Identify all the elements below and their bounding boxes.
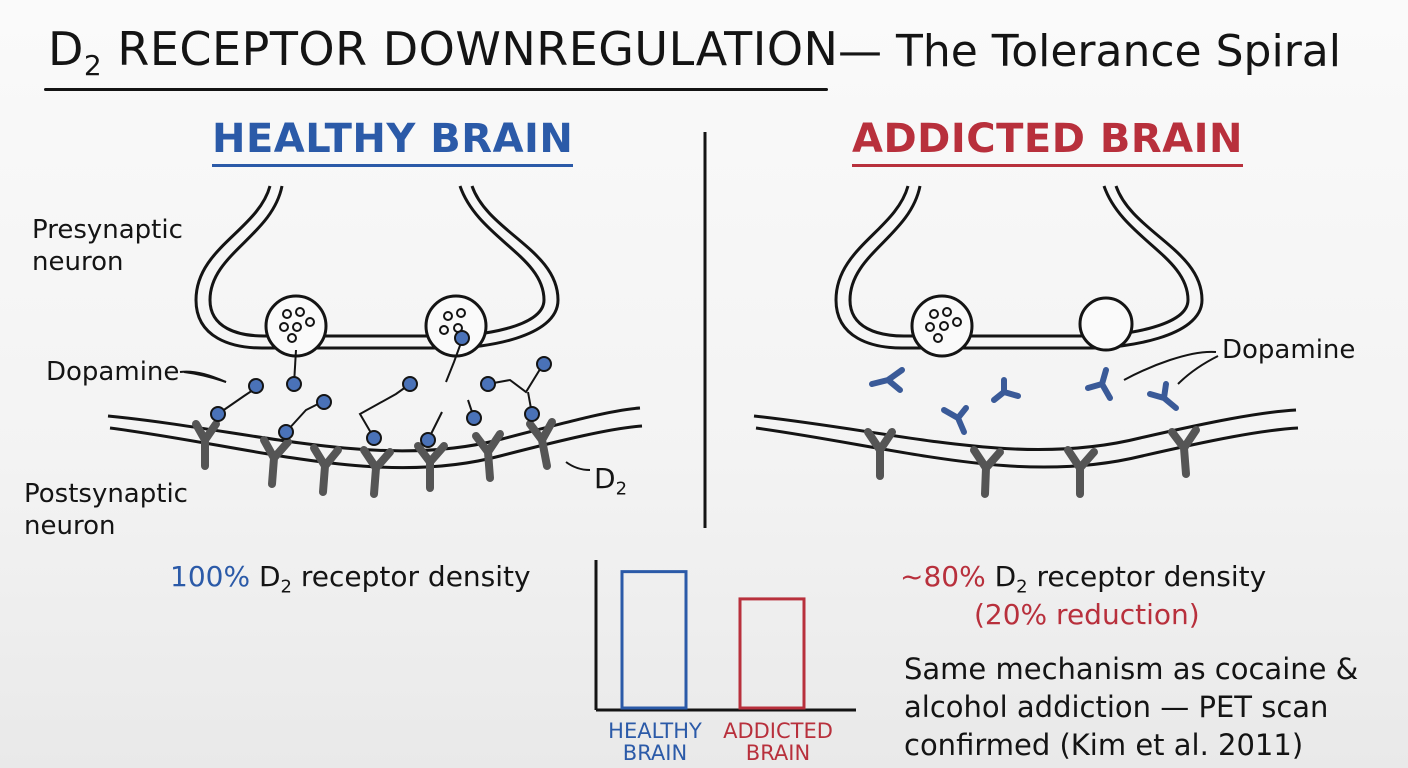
- healthy-dopamine-molecules: [210, 330, 552, 448]
- d2-receptor: [360, 446, 394, 498]
- healthy-brain-title: HEALTHY BRAIN: [212, 116, 574, 167]
- dopamine-molecule: [466, 410, 482, 426]
- d2-receptor: [970, 446, 1004, 498]
- addicted-postsynaptic-membrane: [753, 408, 1299, 469]
- bar-label-healthy-line1: HEALTHY: [608, 719, 702, 743]
- dopamine-molecule: [366, 430, 382, 446]
- bar-addicted: [738, 597, 806, 710]
- dopamine-label-healthy: Dopamine: [46, 357, 180, 387]
- presynaptic-neuron-label: Presynaptic neuron: [32, 215, 183, 277]
- bar-label-addicted-line2: BRAIN: [745, 741, 811, 765]
- addicted-density-rest: receptor density: [1027, 560, 1267, 593]
- d2-receptor: [472, 430, 504, 482]
- dopamine-label-addicted: Dopamine: [1222, 335, 1356, 365]
- d2-receptor: [864, 428, 896, 480]
- dopamine-pointer-line-left: [179, 370, 227, 383]
- bar-label-addicted-line1: ADDICTED: [723, 719, 833, 743]
- page-subtitle: — The Tolerance Spiral: [838, 26, 1341, 77]
- addicted-vesicle-contents: [925, 307, 962, 343]
- dopamine-pointer-lines: [1123, 350, 1219, 385]
- postsynaptic-neuron-label: Postsynaptic neuron: [24, 479, 188, 541]
- d2-receptor: [192, 420, 220, 470]
- title-subscript: 2: [83, 49, 103, 83]
- healthy-density-prefix: D: [250, 560, 281, 593]
- dopamine-molecule: [286, 376, 302, 392]
- page-title: D2 RECEPTOR DOWNREGULATION: [48, 22, 838, 82]
- addicted-d2-receptors: [864, 426, 1200, 498]
- dopamine-molecule: [480, 376, 496, 392]
- dopamine-molecule: [1147, 381, 1179, 411]
- healthy-presynaptic-terminal: [194, 185, 560, 350]
- addicted-presynaptic-terminal: [834, 185, 1204, 350]
- addicted-density-percent: ~80%: [900, 560, 986, 593]
- dopamine-molecule: [248, 378, 264, 394]
- d2-receptor: [1168, 426, 1200, 478]
- addicted-free-dopamine: [869, 367, 1179, 435]
- title-prefix: D: [48, 22, 84, 76]
- healthy-vesicle-contents: [279, 307, 466, 343]
- dopamine-molecule: [316, 394, 332, 410]
- title-rest: RECEPTOR DOWNREGULATION: [102, 22, 839, 76]
- addicted-density-subscript: 2: [1016, 576, 1028, 598]
- dopamine-molecule: [991, 377, 1021, 403]
- d2-receptor: [310, 444, 342, 496]
- addicted-density-text: ~80% D2 receptor density: [900, 560, 1266, 598]
- healthy-density-percent: 100%: [170, 560, 251, 593]
- d2-receptor-label: D2: [594, 462, 627, 500]
- dopamine-molecule: [454, 330, 470, 346]
- dopamine-molecule: [536, 356, 552, 372]
- healthy-density-text: 100% D2 receptor density: [170, 560, 531, 598]
- d2-receptor: [414, 442, 448, 492]
- d2-label-prefix: D: [594, 462, 616, 495]
- dopamine-molecule: [210, 406, 226, 422]
- dopamine-molecule: [402, 376, 418, 392]
- dopamine-molecule: [869, 367, 905, 393]
- addicted-brain-title: ADDICTED BRAIN: [852, 116, 1243, 167]
- bar-label-healthy-line2: BRAIN: [622, 741, 688, 765]
- healthy-density-subscript: 2: [280, 576, 292, 598]
- d2-pointer-line: [565, 461, 591, 471]
- dopamine-molecule: [524, 406, 540, 422]
- d2-receptor: [526, 418, 556, 470]
- healthy-density-rest: receptor density: [291, 560, 531, 593]
- d2-receptor: [260, 436, 292, 488]
- addicted-density-prefix: D: [985, 560, 1017, 593]
- healthy-vesicles: [264, 294, 488, 358]
- bar-healthy: [620, 570, 688, 710]
- healthy-d2-receptors: [192, 418, 556, 498]
- receptor-density-bar-chart: [594, 560, 856, 712]
- addicted-vesicles: [910, 294, 1134, 358]
- dopamine-molecule: [420, 432, 436, 448]
- dopamine-molecule: [941, 405, 969, 435]
- d2-receptor: [1064, 446, 1098, 498]
- addicted-reduction-text: (20% reduction): [974, 598, 1200, 631]
- title-underline: [44, 88, 828, 91]
- dopamine-molecule: [278, 424, 294, 440]
- dopamine-molecule: [1085, 367, 1113, 401]
- d2-label-subscript: 2: [615, 478, 628, 500]
- mechanism-note: Same mechanism as cocaine & alcohol addi…: [904, 652, 1359, 762]
